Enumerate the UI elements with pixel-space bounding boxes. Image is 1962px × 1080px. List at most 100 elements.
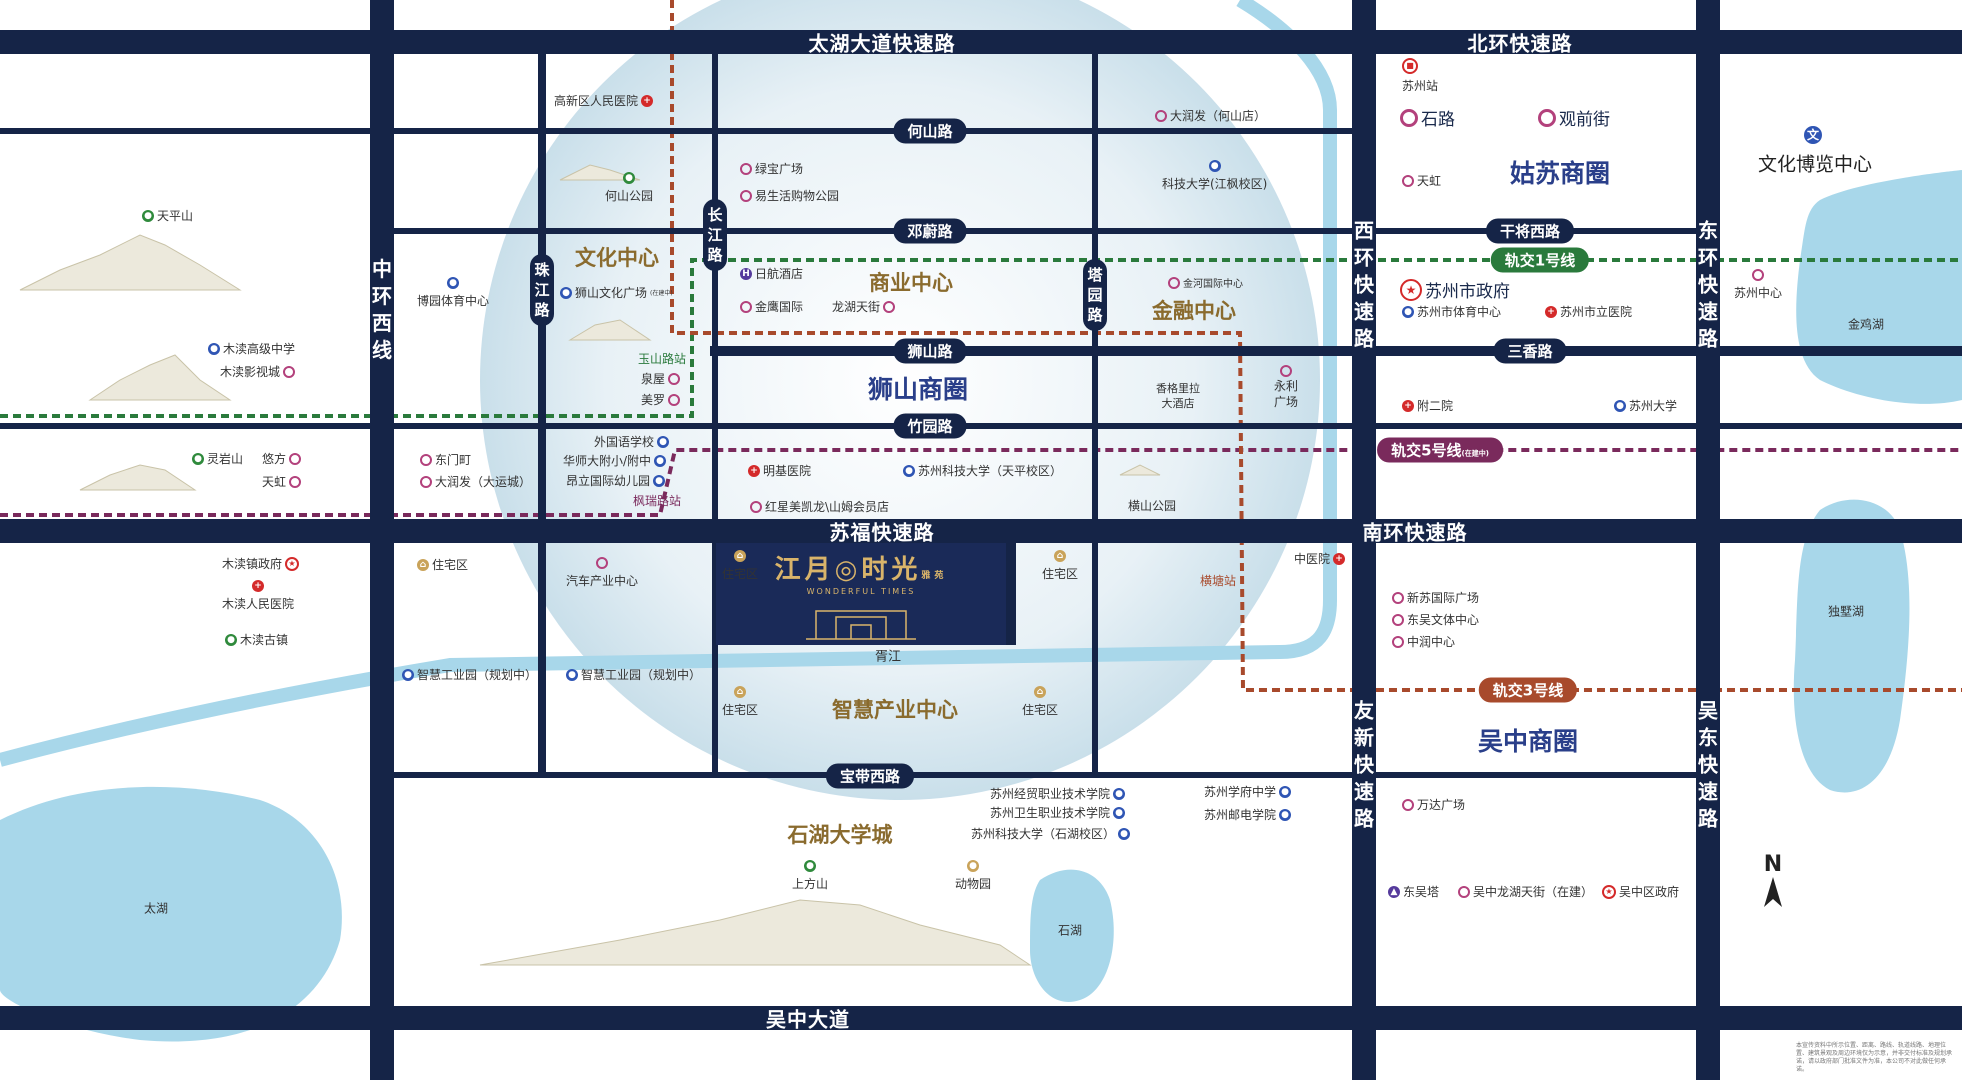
station-suzhou: ■ 苏州站 <box>1402 58 1438 94</box>
school-icon: ● <box>1208 160 1221 172</box>
poi-label: 苏州邮电学院 <box>1204 808 1277 822</box>
poi-label: 灵岩山 <box>207 452 244 466</box>
river-xujiang: 胥江 <box>874 649 902 665</box>
poi-darunfa-yun: 大润发（大运城） <box>420 473 531 490</box>
school-icon: ● <box>654 454 667 467</box>
park-icon: ● <box>142 209 154 222</box>
poi-label: 昂立国际幼儿园 <box>566 474 651 488</box>
poi-label: 科技大学(江枫校区) <box>1162 177 1268 191</box>
school-icon: ● <box>653 474 666 487</box>
poi-shilu: 石路 <box>1400 105 1455 130</box>
district-shishan: 狮山商圈 <box>867 375 969 404</box>
metro-line5-label: 轨交5号线(在建中) <box>1377 437 1503 463</box>
school-icon: ● <box>1113 787 1126 800</box>
poi-keda-jiangfeng: ● 科技大学(江枫校区) <box>1162 160 1267 192</box>
poi-label: 苏州中心 <box>1734 286 1783 300</box>
poi-label: 横山公园 <box>1128 499 1177 513</box>
station-suzhou-label: 苏州站 <box>1402 79 1439 93</box>
poi-label: 吴中区政府 <box>1619 885 1680 899</box>
poi-label: 石路 <box>1421 110 1455 130</box>
dushu-lake <box>1793 499 1910 793</box>
road-zhuyuan: 竹园路 <box>893 413 967 439</box>
station-hengtang: 横塘站 <box>1200 574 1237 588</box>
poi-keda-tianping: ●苏州科技大学（天平校区） <box>903 462 1062 479</box>
school-icon: ● <box>1279 808 1292 821</box>
shop-icon <box>1392 591 1404 604</box>
poi-label: 万达广场 <box>1417 798 1466 812</box>
poi-label: 大润发（大运城） <box>435 475 532 489</box>
poi-label: 吴中龙湖天街（在建） <box>1473 885 1594 899</box>
road-sanxiang: 三香路 <box>1493 338 1567 364</box>
district-business: 商业中心 <box>869 271 953 295</box>
poi-label: 高新区人民医院 <box>554 94 639 108</box>
house-icon: ⌂ <box>734 686 746 698</box>
poi-hongxing: 红星美凯龙\山姆会员店 <box>750 498 889 515</box>
poi-label: 木渎影视城 <box>220 365 281 379</box>
shop-icon <box>740 300 752 313</box>
poi-shishan-culture: ●狮山文化广场(在建中) <box>560 284 673 301</box>
sports-icon: ● <box>1402 305 1414 318</box>
road-zhonghuan-west: 中环西线 <box>372 257 392 362</box>
sports-icon: ● <box>447 277 459 289</box>
district-culture-expo: 文化博览中心 <box>1757 153 1873 176</box>
poi-label: 木渎人民医院 <box>222 597 295 611</box>
road-beihuan: 北环快速路 <box>1467 31 1573 56</box>
road-dengwei: 邓蔚路 <box>893 218 967 244</box>
poi-label: 华师大附小/附中 <box>563 454 652 468</box>
poi-label: 新苏国际广场 <box>1407 591 1480 605</box>
shop-icon <box>1752 269 1764 281</box>
school-icon: ● <box>657 435 670 448</box>
poi-label: 泉屋 <box>641 372 666 386</box>
poi-weisheng: 苏州卫生职业技术学院● <box>990 804 1126 821</box>
poi-label: 观前街 <box>1559 110 1610 130</box>
road-heshan: 何山路 <box>893 118 967 144</box>
poi-dongwu-tower: ▲东吴塔 <box>1388 883 1439 900</box>
poi-suda: ●苏州大学 <box>1614 397 1677 414</box>
poi-label: 木渎古镇 <box>240 633 289 647</box>
poi-label: 中医院 <box>1294 552 1331 566</box>
poi-label: 苏州科技大学（石湖校区） <box>971 827 1116 841</box>
shop-icon <box>1402 174 1414 187</box>
road-changjiang: 长江路 <box>703 199 727 271</box>
road-taihu: 太湖大道快速路 <box>808 31 956 56</box>
project-title: 江月◎时光 <box>774 555 922 585</box>
culture-icon: 文 <box>1804 126 1822 144</box>
minor-roads <box>0 54 1962 778</box>
road-youxin: 友新快速路 <box>1354 698 1374 831</box>
poi-tianping: ●天平山 <box>142 207 193 224</box>
poi-label: 明基医院 <box>763 464 812 478</box>
poi-label: 红星美凯龙\山姆会员店 <box>765 500 890 514</box>
poi-label: 汽车产业中心 <box>566 574 639 588</box>
poi-meiluo: 美罗 <box>641 391 681 408</box>
shop-icon <box>289 452 302 465</box>
poi-label: 住宅区 <box>432 558 469 572</box>
park-icon: ● <box>225 633 237 646</box>
poi-label: 大润发（何山店） <box>1170 109 1267 123</box>
poi-label: 金鹰国际 <box>755 300 804 314</box>
taihu-lake <box>0 786 342 1042</box>
rail-icon: ■ <box>1402 58 1418 74</box>
poi-label: 中润中心 <box>1407 635 1456 649</box>
poi-mudu-gov: 木渎镇政府★ <box>222 555 300 572</box>
culture-expo-icon-wrap: 文 <box>1804 126 1822 144</box>
poi-label: 香格里拉 <box>1156 382 1200 395</box>
shop-icon <box>596 557 608 569</box>
lake-taihu: 太湖 <box>143 901 169 916</box>
house-icon: ⌂ <box>1054 550 1066 562</box>
park-icon: ● <box>623 172 635 184</box>
poi-foreign-school: 外国语学校● <box>594 433 670 450</box>
poi-fuer: +附二院 <box>1402 397 1453 414</box>
road-baodai: 宝带西路 <box>825 763 915 789</box>
district-shihu: 石湖大学城 <box>787 823 893 847</box>
metro-line5-note: (在建中) <box>1461 449 1489 458</box>
poi-youdian: 苏州邮电学院● <box>1204 806 1292 823</box>
project-block: 江月◎时光雅苑 WONDERFUL TIMES <box>716 543 1006 645</box>
poi-label: 狮山文化广场 <box>575 286 648 300</box>
shop-icon <box>740 162 752 175</box>
road-shishan: 狮山路 <box>893 338 967 364</box>
north-arrow: N <box>1762 852 1784 913</box>
road-sufu: 苏福快速路 <box>829 520 935 545</box>
